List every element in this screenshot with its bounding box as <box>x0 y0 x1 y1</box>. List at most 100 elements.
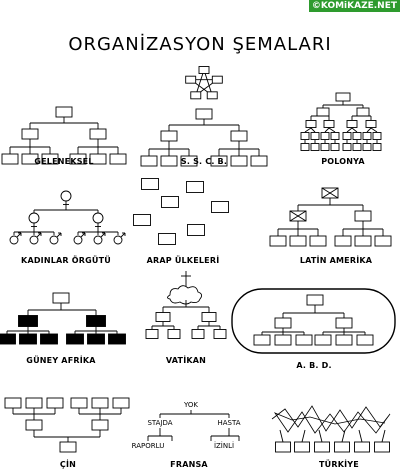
male-arrow <box>80 232 86 238</box>
org-box <box>300 143 310 151</box>
tangled-connector <box>341 429 346 443</box>
org-box <box>320 132 330 140</box>
org-box <box>191 329 205 339</box>
isolated-box <box>141 178 159 190</box>
org-box <box>160 130 178 142</box>
org-connector <box>310 127 316 133</box>
org-box <box>342 132 352 140</box>
male-symbol <box>9 235 19 245</box>
org-box <box>374 441 390 453</box>
org-box <box>210 155 228 167</box>
org-box <box>295 334 313 346</box>
org-box <box>362 143 372 151</box>
org-box <box>201 312 217 322</box>
org-box <box>310 143 320 151</box>
isolated-box <box>186 181 204 193</box>
star-box <box>185 75 197 84</box>
org-box <box>330 132 340 140</box>
org-box <box>19 333 37 345</box>
label-sscb: S. S. C. B. <box>180 157 228 166</box>
org-box <box>352 143 362 151</box>
org-box <box>334 235 352 247</box>
org-box <box>320 143 330 151</box>
label-polonya: POLONYA <box>321 157 365 166</box>
label-cin: ÇİN <box>59 460 77 469</box>
star-line <box>195 69 205 96</box>
org-box <box>87 333 105 345</box>
org-box <box>167 329 181 339</box>
org-box <box>160 155 178 167</box>
org-box <box>230 155 248 167</box>
org-box <box>334 441 350 453</box>
isolated-box <box>158 233 176 245</box>
org-connector <box>346 127 353 133</box>
site-watermark: ©KOMiKAZE.NET <box>308 0 400 12</box>
org-connector <box>328 127 336 133</box>
org-box <box>230 130 248 142</box>
abd-frame <box>231 288 396 354</box>
label-latin: LATİN AMERİKA <box>299 256 373 265</box>
org-connector <box>304 127 312 133</box>
fransa-node-raporlu: RAPORLU <box>131 442 165 450</box>
male-arrow <box>16 232 22 238</box>
tangled-connector <box>358 429 363 443</box>
org-box <box>89 128 107 140</box>
org-box <box>108 333 126 345</box>
org-box <box>314 441 330 453</box>
org-box <box>69 153 87 165</box>
org-box <box>0 333 16 345</box>
org-box <box>269 235 287 247</box>
org-box <box>316 107 330 117</box>
org-box <box>155 312 171 322</box>
org-box <box>70 397 88 409</box>
org-box <box>86 315 106 327</box>
org-box <box>310 132 320 140</box>
isolated-box <box>211 201 229 213</box>
org-connector <box>324 127 330 133</box>
star-line <box>203 69 213 96</box>
fransa-node-yok: YOK <box>184 401 198 409</box>
org-box <box>112 397 130 409</box>
tangled-connector <box>318 429 323 443</box>
org-box <box>274 334 292 346</box>
org-box <box>4 397 22 409</box>
isolated-box <box>161 196 179 208</box>
star-box <box>198 66 210 74</box>
male-arrow <box>56 232 62 238</box>
org-box <box>195 108 213 120</box>
org-box <box>289 235 307 247</box>
female-symbol-top <box>60 190 72 202</box>
org-box <box>305 120 317 128</box>
org-box <box>46 397 64 409</box>
org-box <box>253 334 271 346</box>
label-vatikan: VATİKAN <box>165 356 207 365</box>
org-box <box>374 235 392 247</box>
org-box <box>372 143 382 151</box>
fransa-node-hasta: HASTA <box>217 419 241 427</box>
isolated-box <box>187 224 205 236</box>
male-arrow <box>100 232 106 238</box>
cloud-shape <box>167 285 203 305</box>
org-box <box>21 153 39 165</box>
org-box <box>346 120 358 128</box>
male-symbol <box>49 235 59 245</box>
org-box <box>352 132 362 140</box>
org-connector <box>366 127 372 133</box>
org-box <box>250 155 268 167</box>
org-box <box>145 329 159 339</box>
label-turkiye: TÜRKİYE <box>319 460 359 469</box>
org-box <box>354 441 370 453</box>
org-box <box>1 153 19 165</box>
label-fransa: FRANSA <box>170 460 208 469</box>
org-box <box>314 334 332 346</box>
org-box <box>365 120 377 128</box>
org-box <box>294 441 310 453</box>
male-arrow <box>120 232 126 238</box>
org-box <box>91 397 109 409</box>
org-box <box>335 334 353 346</box>
male-symbol <box>73 235 83 245</box>
org-box <box>309 235 327 247</box>
org-box <box>40 333 58 345</box>
org-box <box>354 235 372 247</box>
label-kadinlar: KADINLAR ÖRGÜTÜ <box>21 256 111 265</box>
